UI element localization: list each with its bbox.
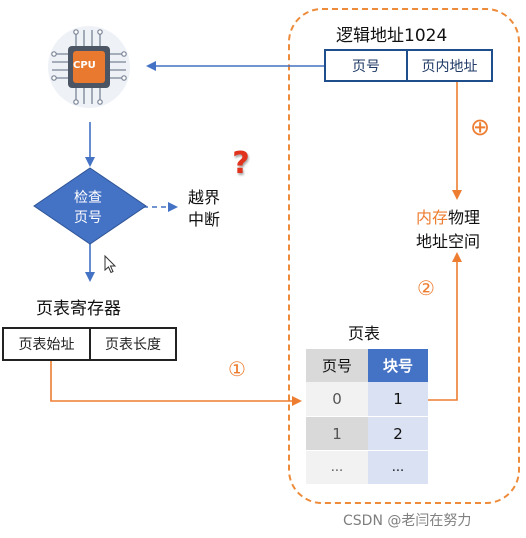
- watermark: CSDN @老闫在努力: [343, 513, 472, 529]
- page-table-header-page: 页号: [306, 349, 368, 382]
- page-table-start-cell: 页表始址: [2, 327, 91, 361]
- page-table-row-0-page: 0: [306, 382, 368, 416]
- mouse-cursor-icon: [104, 254, 117, 274]
- arrow-block-to-memory: [428, 252, 462, 401]
- check-page-number-diamond: [33, 167, 147, 245]
- page-table-length-cell: 页表长度: [89, 327, 177, 361]
- page-table-row-2-block: ...: [368, 451, 428, 484]
- page-table-register-title: 页表寄存器: [36, 299, 121, 319]
- step-two-marker: ②: [417, 276, 435, 300]
- interrupt-label-line1: 越界: [188, 188, 221, 207]
- physical-memory-line2: 地址空间: [416, 232, 481, 251]
- cpu-chip-icon: [48, 26, 130, 108]
- page-table-title: 页表: [348, 324, 381, 343]
- logical-address-title: 逻辑地址1024: [336, 26, 448, 46]
- logical-page-offset-cell: 页内地址: [406, 49, 493, 82]
- step-one-marker: ①: [228, 357, 246, 381]
- interrupt-label-line2: 中断: [188, 210, 221, 229]
- question-mark-icon: ?: [232, 146, 250, 181]
- memory-highlight: 内存: [416, 208, 449, 227]
- physical-memory-line1: 内存物理: [416, 204, 480, 228]
- page-table-row-2-page: ...: [306, 451, 368, 484]
- memory-region-boundary: [288, 8, 520, 504]
- logical-page-number-cell: 页号: [324, 49, 408, 82]
- page-table-row-1-page: 1: [306, 417, 368, 450]
- arrow-register-to-page-table: [50, 360, 302, 406]
- plus-symbol: ⊕: [470, 113, 491, 141]
- page-table-header-block: 块号: [368, 349, 428, 382]
- cpu-label: CPU: [73, 60, 96, 71]
- physical-word: 物理: [448, 208, 481, 227]
- check-label-line2: 页号: [74, 210, 102, 226]
- page-table-row-1-block: 2: [368, 417, 428, 450]
- check-label-line1: 检查: [74, 190, 102, 206]
- page-table-row-0-block: 1: [368, 382, 428, 416]
